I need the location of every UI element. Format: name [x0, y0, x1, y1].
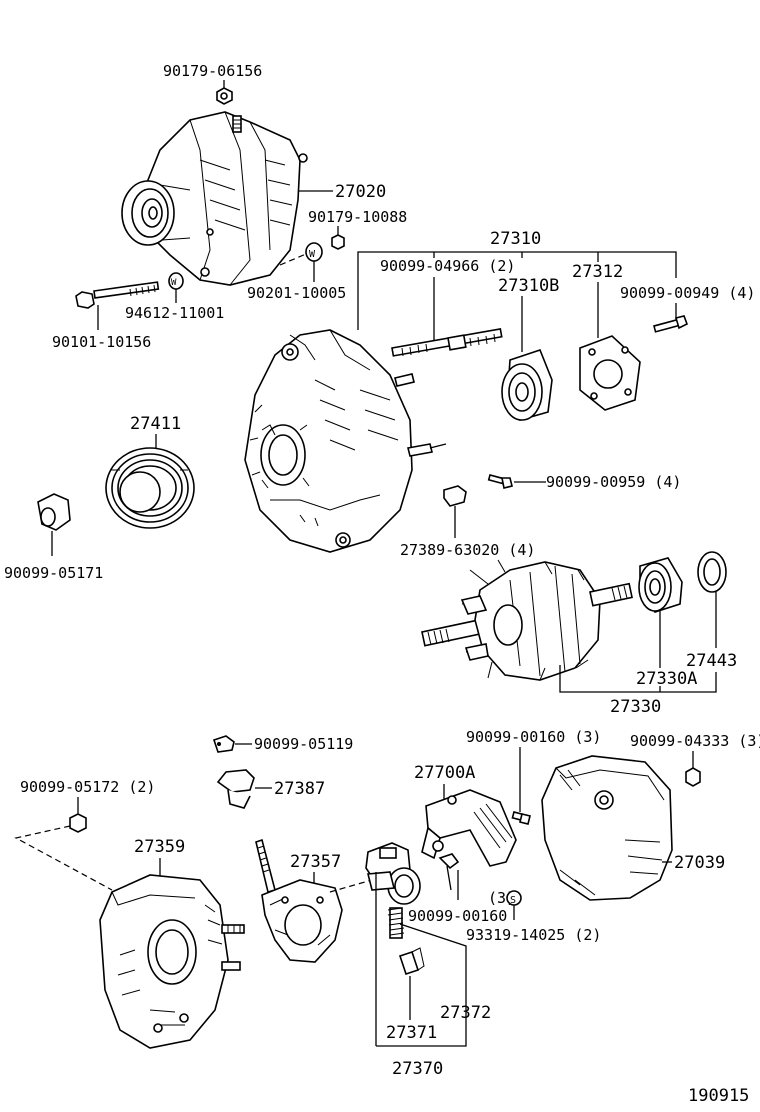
label-27370: 27370 — [392, 1059, 443, 1079]
label-27330A: 27330A — [636, 669, 697, 689]
label-90201-10005: 90201-10005 — [247, 284, 346, 302]
brush-spring-27372[interactable] — [387, 907, 405, 939]
rotor-27330[interactable] — [421, 559, 633, 681]
screw-90099-00160-upper[interactable] — [511, 811, 531, 825]
label-90101-10156: 90101-10156 — [52, 333, 151, 351]
label-90099-05172: 90099-05172 (2) — [20, 778, 155, 796]
label-27039: 27039 — [674, 853, 725, 873]
label-90099-04333: 90099-04333 (3) — [630, 732, 760, 750]
bearing-27330A[interactable] — [638, 557, 683, 613]
label-94612-11001: 94612-11001 — [125, 304, 224, 322]
rectifier-holder-27357[interactable] — [255, 838, 343, 963]
spacer-93319-14025[interactable]: S — [506, 890, 522, 906]
label-27411: 27411 — [130, 414, 181, 434]
washer-94612-11001[interactable]: W — [168, 272, 184, 290]
label-27330: 27330 — [610, 697, 661, 717]
label-90099-00959: 90099-00959 (4) — [546, 473, 681, 491]
brush-holder-27370[interactable] — [365, 842, 421, 905]
terminal-insulator-27387[interactable] — [216, 769, 255, 809]
rectifier-end-frame-27359[interactable] — [99, 874, 245, 1049]
label-27387: 27387 — [274, 779, 325, 799]
washer-90201-10005[interactable]: W — [305, 242, 323, 262]
screw-90099-00959[interactable] — [487, 474, 513, 489]
svg-text:W: W — [171, 278, 177, 288]
label-27389-63020: 27389-63020 (4) — [400, 541, 535, 559]
nut-90099-05171[interactable] — [37, 493, 71, 531]
label-27312: 27312 — [572, 262, 623, 282]
pulley-27411[interactable] — [105, 447, 195, 529]
bearing-27310B[interactable] — [501, 349, 553, 421]
nut-90179-06156[interactable] — [216, 87, 233, 105]
nut-90099-05172[interactable] — [69, 813, 87, 833]
retainer-plate-27312[interactable] — [579, 335, 641, 411]
label-27020: 27020 — [335, 182, 386, 202]
label-27700A: 27700A — [414, 763, 475, 783]
bolt-90101-10156[interactable] — [75, 281, 160, 309]
label-90099-00160: 90099-00160 — [408, 907, 507, 925]
label-27372: 27372 — [440, 1003, 491, 1023]
nut-90099-05119[interactable] — [212, 735, 235, 753]
rear-end-cover-27039[interactable] — [541, 755, 673, 901]
label-90179-10088: 90179-10088 — [308, 208, 407, 226]
svg-text:W: W — [309, 249, 316, 260]
screw-90099-00949[interactable] — [653, 315, 689, 333]
diagram-number: 190915 — [688, 1086, 749, 1106]
voltage-regulator-27700A[interactable] — [421, 789, 517, 867]
label-27310: 27310 — [490, 229, 541, 249]
label-90099-00160-3: 90099-00160 (3) — [466, 728, 601, 746]
svg-text:S: S — [510, 895, 516, 906]
through-bolt-90099-04966[interactable] — [391, 327, 503, 357]
label-90099-05119: 90099-05119 — [254, 735, 353, 753]
label-90099-00949: 90099-00949 (4) — [620, 284, 755, 302]
label-27310B: 27310B — [498, 276, 559, 296]
nut-90099-04333[interactable] — [685, 767, 701, 787]
label-90099-05171: 90099-05171 — [4, 564, 103, 582]
label-27357: 27357 — [290, 852, 341, 872]
alternator-assembly-27020[interactable] — [121, 111, 308, 286]
label-27359: 27359 — [134, 837, 185, 857]
screw-90099-00160-lower[interactable] — [438, 853, 460, 891]
brush-27371[interactable] — [398, 947, 425, 976]
label-93319-14025: 93319-14025 (2) — [466, 926, 601, 944]
label-90099-04966: 90099-04966 (2) — [380, 257, 515, 275]
label-27443: 27443 — [686, 651, 737, 671]
label-27371: 27371 — [386, 1023, 437, 1043]
bearing-cover-27443[interactable] — [697, 551, 727, 593]
label-90179-06156: 90179-06156 — [163, 62, 262, 80]
drive-end-frame-27310[interactable] — [244, 329, 447, 553]
nut-90179-10088[interactable] — [331, 234, 345, 250]
insulator-27389-63020[interactable] — [443, 485, 467, 507]
